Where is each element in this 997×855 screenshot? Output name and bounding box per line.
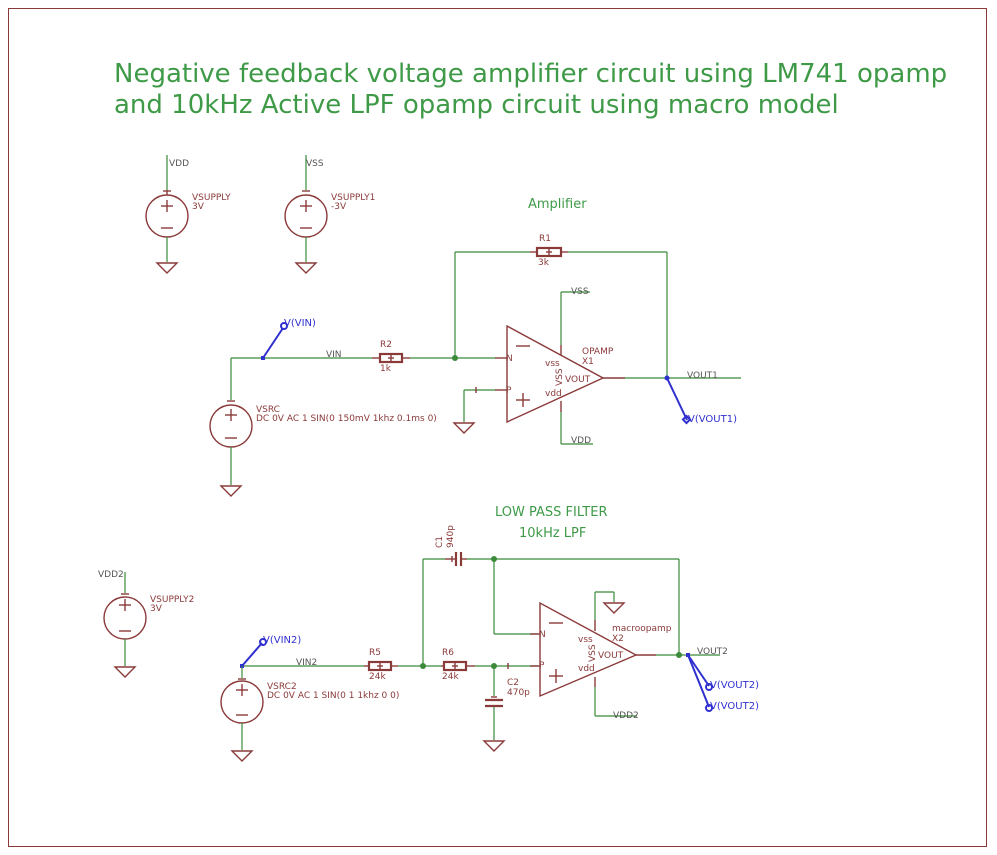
c1-value: 940p <box>446 525 456 548</box>
x1-pin-n: N <box>506 354 513 364</box>
c1-name: C1 <box>435 536 445 548</box>
r6-name: R6 <box>442 648 454 658</box>
x2-pin-vdd: vdd <box>578 664 595 674</box>
vsupply-value: 3V <box>192 202 205 212</box>
x2-pin-vert: VSS <box>588 644 598 662</box>
x1-pin-vdd: vdd <box>545 389 562 399</box>
vsrc2-name: VSRC2 <box>267 682 297 692</box>
probe-vin[interactable] <box>261 322 288 360</box>
opamp-x1[interactable] <box>495 324 625 424</box>
amplifier-label: Amplifier <box>528 197 587 212</box>
r2-name: R2 <box>380 340 392 350</box>
vsrc-value: DC 0V AC 1 SIN(0 150mV 1khz 0.1ms 0) <box>256 414 437 424</box>
probe-vout1-label: V(VOUT1) <box>688 414 737 425</box>
r2-value: 1k <box>380 364 392 374</box>
probe-vout2-a-label: V(VOUT2) <box>710 680 759 691</box>
c2-value: 470p <box>507 688 530 698</box>
net-label-vdd2: VDD2 <box>98 570 124 580</box>
r6-value: 24k <box>442 672 459 682</box>
junction-dot <box>676 652 682 658</box>
x1-type: OPAMP <box>582 347 614 357</box>
x2-type: macroopamp <box>612 624 672 634</box>
x1-pin-vss: vss <box>545 359 560 369</box>
net-label-vss: VSS <box>306 159 324 169</box>
vsrc-name: VSRC <box>256 405 280 415</box>
title-line-2: and 10kHz Active LPF opamp circuit using… <box>114 90 839 120</box>
sheet-border <box>8 8 987 847</box>
probe-vin2-label: V(VIN2) <box>263 635 301 646</box>
probe-vout2-b[interactable] <box>687 654 713 712</box>
vsupply-name: VSUPPLY <box>192 193 231 203</box>
net-label-x2-vdd2: VDD2 <box>613 711 639 721</box>
capacitor-c1[interactable] <box>445 552 467 566</box>
vsupply1-source[interactable] <box>284 155 328 274</box>
vsrc-source[interactable] <box>209 358 253 497</box>
resistor-r2[interactable] <box>372 352 410 364</box>
x2-pin-n: N <box>539 630 546 640</box>
ground-icon <box>294 262 318 274</box>
r5-value: 24k <box>369 672 386 682</box>
net-label-x1-vss: VSS <box>571 287 589 297</box>
resistor-r5[interactable] <box>364 660 398 672</box>
r5-name: R5 <box>369 648 381 658</box>
junction-dot <box>452 355 458 361</box>
net-label-vout2: VOUT2 <box>697 647 728 657</box>
x2-pin-vout: VOUT <box>598 651 624 661</box>
vsupply1-name: VSUPPLY1 <box>331 193 375 203</box>
probe-vin-label: V(VIN) <box>284 318 316 329</box>
title-line-1: Negative feedback voltage amplifier circ… <box>114 59 947 89</box>
net-label-x1-vdd: VDD <box>571 436 591 446</box>
ground-icon <box>230 750 254 762</box>
ground-icon <box>219 485 243 497</box>
x2-pin-p: P <box>539 661 545 671</box>
vsupply2-value: 3V <box>150 604 163 614</box>
x1-pin-vert: VSS <box>555 368 565 386</box>
resistor-r6[interactable] <box>441 660 475 672</box>
vsupply2-name: VSUPPLY2 <box>150 595 194 605</box>
r1-name: R1 <box>539 234 551 244</box>
x1-pin-p: P <box>506 386 512 396</box>
r1-value: 3k <box>538 258 550 268</box>
ground-icon <box>155 262 179 274</box>
net-label-vdd: VDD <box>169 159 189 169</box>
probe-vout1[interactable] <box>666 377 692 425</box>
x1-ref: X1 <box>582 357 594 367</box>
filter-label-1: LOW PASS FILTER <box>495 505 608 520</box>
vsrc2-source[interactable] <box>220 666 264 762</box>
x2-pin-vss: vss <box>578 635 593 645</box>
vsupply1-value: -3V <box>331 202 347 212</box>
x2-ref: X2 <box>612 634 624 644</box>
net-label-vout1: VOUT1 <box>687 371 718 381</box>
filter-label-2: 10kHz LPF <box>519 526 586 541</box>
net-label-vin2: VIN2 <box>296 658 317 668</box>
probe-vout2-b-label: V(VOUT2) <box>710 701 759 712</box>
ground-icon <box>602 602 626 614</box>
x1-pin-vout: VOUT <box>565 375 591 385</box>
vsrc2-value: DC 0V AC 1 SIN(0 1 1khz 0 0) <box>267 691 399 701</box>
capacitor-c2[interactable] <box>482 666 506 752</box>
opamp-x2[interactable] <box>530 601 656 698</box>
resistor-r1[interactable] <box>530 246 568 258</box>
ground-icon <box>113 666 137 678</box>
vsupply-source[interactable] <box>145 155 189 274</box>
ground-icon <box>452 422 476 434</box>
net-label-vin: VIN <box>326 350 342 360</box>
vsupply2-source[interactable] <box>103 572 147 678</box>
c2-name: C2 <box>507 678 519 688</box>
ground-icon <box>482 740 506 752</box>
